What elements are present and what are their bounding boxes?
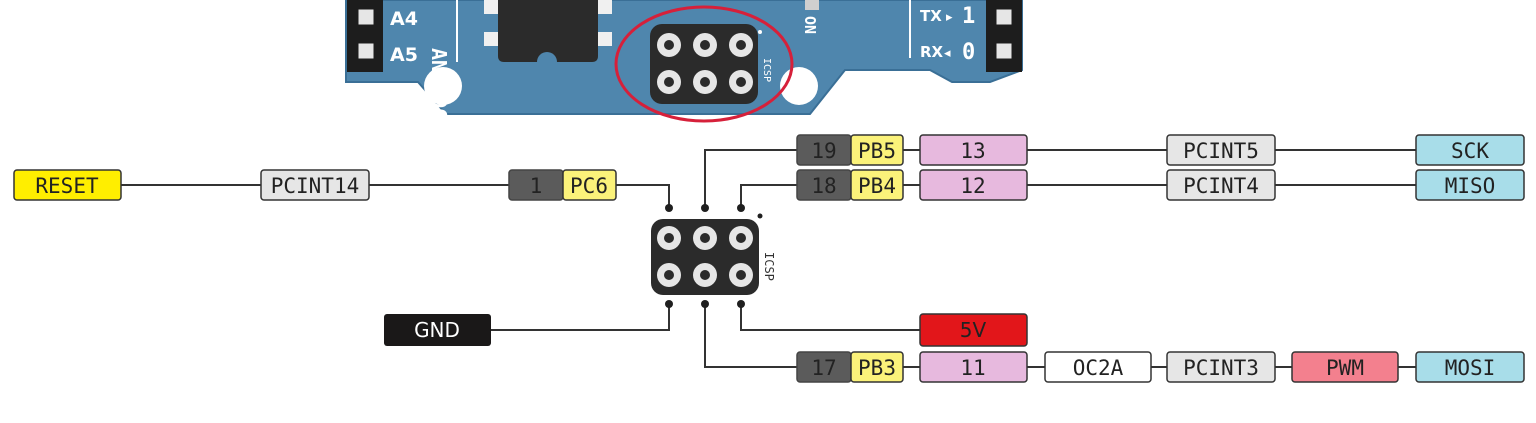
digital-pin-label: 12	[960, 174, 985, 198]
comm-label: MOSI	[1445, 356, 1496, 380]
pcint-label: PCINT3	[1183, 356, 1259, 380]
port-tag	[850, 351, 904, 383]
timer-label: OC2A	[1073, 356, 1124, 380]
header-pin-a4	[355, 6, 377, 28]
pin-number-label: 1	[530, 174, 543, 198]
comm-tag	[1415, 169, 1525, 201]
port-tag	[850, 134, 904, 166]
icsp-highlight-circle	[614, 5, 794, 123]
pcint-label: PCINT14	[271, 174, 360, 198]
pc6-row: RESET PCINT14 1 PC6	[13, 169, 617, 201]
power-tag	[919, 313, 1028, 347]
pcint-label: PCINT4	[1183, 174, 1259, 198]
mounting-hole-left	[424, 67, 462, 105]
port-label: PB5	[858, 139, 896, 163]
digital-pin-label: 13	[960, 139, 985, 163]
pin-number-label: 17	[811, 356, 836, 380]
tx-pin-number: 1	[962, 4, 975, 29]
digital-pin-tag	[919, 134, 1028, 166]
rx-pin-number: 0	[962, 40, 975, 65]
pin-number-label: 19	[811, 139, 836, 163]
header-label-a5: A5	[390, 44, 418, 66]
icsp-header	[651, 213, 763, 295]
pcint-tag	[1166, 169, 1276, 201]
usb-chip	[498, 0, 598, 62]
power-led	[805, 0, 819, 10]
pb4-row: 18 PB4 12 PCINT4 MISO	[796, 169, 1525, 201]
tx-arrow-icon: ▸	[946, 10, 953, 25]
port-label: PC6	[570, 174, 608, 198]
pcint-tag	[260, 169, 370, 201]
gnd-label: GND	[414, 318, 460, 342]
pb5-row: 19 PB5 13 PCINT5 SCK	[796, 134, 1525, 166]
pin1-marker-dot	[757, 213, 763, 219]
pwm-tag	[1291, 351, 1399, 383]
port-label: PB4	[858, 174, 896, 198]
pb3-row: 17 PB3 11 OC2A PCINT3 PWM MOSI	[796, 351, 1525, 383]
comm-label: MISO	[1445, 174, 1496, 198]
digital-pin-tag	[919, 351, 1028, 383]
digital-pin-label: 11	[960, 356, 985, 380]
icsp-label: ICSP	[762, 252, 776, 281]
pwm-label: PWM	[1326, 356, 1364, 380]
power-row: 5V	[919, 313, 1028, 347]
reset-label: RESET	[35, 174, 99, 198]
digital-pin-tag	[919, 169, 1028, 201]
gnd-row: GND	[384, 314, 491, 346]
connector-dots	[665, 204, 745, 308]
rx-arrow-icon: ◂	[944, 46, 951, 61]
port-tag	[562, 169, 617, 201]
header-label-a4: A4	[390, 8, 418, 30]
header-pin-a5	[355, 40, 377, 62]
board-icsp-label: ICSP	[761, 58, 772, 82]
reset-tag	[13, 169, 122, 201]
port-tag	[850, 169, 904, 201]
pcint-tag	[1166, 351, 1276, 383]
pcint-label: PCINT5	[1183, 139, 1259, 163]
board-icsp-header	[650, 24, 762, 104]
power-label: 5V	[960, 318, 987, 342]
arduino-board-fragment: A4 A5 ANALOG IN ON ICSP	[345, 0, 1023, 156]
pin-number-label: 18	[811, 174, 836, 198]
timer-tag	[1044, 351, 1152, 383]
rx-label: RX	[920, 43, 944, 61]
gnd-tag	[384, 314, 491, 346]
comm-tag	[1415, 351, 1525, 383]
tx-label: TX	[920, 7, 942, 25]
port-label: PB3	[858, 356, 896, 380]
connector-lines	[121, 149, 1416, 368]
comm-label: SCK	[1451, 139, 1489, 163]
power-led-label: ON	[801, 16, 819, 34]
comm-tag	[1415, 134, 1525, 166]
pcint-tag	[1166, 134, 1276, 166]
